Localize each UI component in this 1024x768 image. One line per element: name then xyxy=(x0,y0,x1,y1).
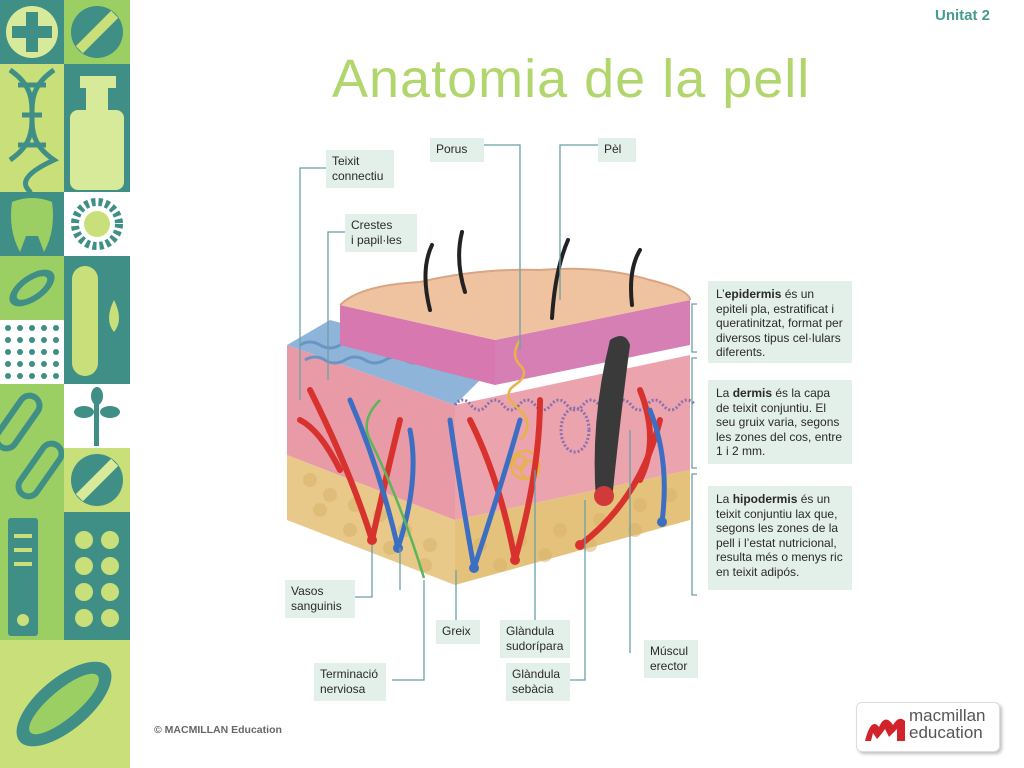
plant-icon xyxy=(74,387,120,446)
label-vasos-sanguinis: Vasos sanguinis xyxy=(285,580,355,618)
decorative-sidebar xyxy=(0,0,130,768)
info-epidermis: L’epidermis és un epiteli pla, estratifi… xyxy=(708,281,852,363)
label-muscul-erector: Múscul erector xyxy=(644,640,698,678)
label-glandula-sebacia: Glàndula sebàcia xyxy=(506,663,570,701)
logo-line-2: education xyxy=(909,723,983,742)
info-hipodermis-term: hipodermis xyxy=(732,492,798,506)
macmillan-logo: macmillan education xyxy=(856,702,1000,752)
large-bacteria-icon xyxy=(16,661,112,747)
nerve-fiber xyxy=(365,399,426,579)
unit-label: Unitat 2 xyxy=(934,7,990,24)
hair-follicle xyxy=(594,336,630,500)
paper-clip-icon xyxy=(0,392,65,500)
veins xyxy=(347,397,667,571)
virus-icon xyxy=(71,198,123,250)
info-dermis-text: és la capa de teixit conjuntiu. El seu g… xyxy=(716,386,843,458)
info-epidermis-pre: L’ xyxy=(716,287,725,301)
page-title: Anatomia de la pell xyxy=(332,49,811,109)
label-pel: Pèl xyxy=(598,138,636,162)
macmillan-logo-mark-icon xyxy=(865,718,905,741)
leader-lines xyxy=(299,144,697,681)
droplet-icon xyxy=(109,300,119,332)
logo-line-1: macmillan xyxy=(909,706,986,725)
label-porus: Porus xyxy=(430,138,484,162)
info-hipodermis-pre: La xyxy=(716,492,733,506)
spray-bottle-icon xyxy=(70,76,124,190)
hypodermis-layer xyxy=(287,455,455,585)
label-greix: Greix xyxy=(436,620,480,644)
connective-layer xyxy=(287,320,495,405)
info-hipodermis-text: és un teixit conjuntiu lax que, segons l… xyxy=(716,492,843,579)
sweat-gland xyxy=(507,339,541,481)
dna-icon xyxy=(8,67,60,194)
test-tube-icon xyxy=(72,266,98,376)
info-epidermis-text: és un epiteli pla, estratificat i querat… xyxy=(716,287,843,359)
info-dermis: La dermis és la capa de teixit conjuntiu… xyxy=(708,380,852,464)
label-teixit-connectiu: Teixit connectiu xyxy=(326,150,394,188)
info-dermis-pre: La xyxy=(716,386,733,400)
label-glandula-sudoripara: Glàndula sudorípara xyxy=(500,620,570,658)
epidermis-layer xyxy=(340,305,495,385)
info-epidermis-term: epidermis xyxy=(724,287,782,301)
hair-shafts xyxy=(423,230,642,320)
pill-pack-icon xyxy=(75,531,119,627)
info-hipodermis: La hipodermis és un teixit conjuntiu lax… xyxy=(708,486,852,590)
label-crestes-papilles: Crestes i papil·les xyxy=(345,214,417,252)
sebaceous-gland xyxy=(559,406,591,454)
battery-icon xyxy=(8,518,38,636)
tooth-icon xyxy=(11,198,53,252)
logo-text: macmillan education xyxy=(909,707,986,741)
label-terminacio-nerviosa: Terminació nerviosa xyxy=(314,663,386,701)
arteries xyxy=(297,387,663,563)
dots-pattern xyxy=(5,325,59,379)
copyright-text: © MACMILLAN Education xyxy=(154,724,282,736)
info-dermis-term: dermis xyxy=(732,386,773,400)
